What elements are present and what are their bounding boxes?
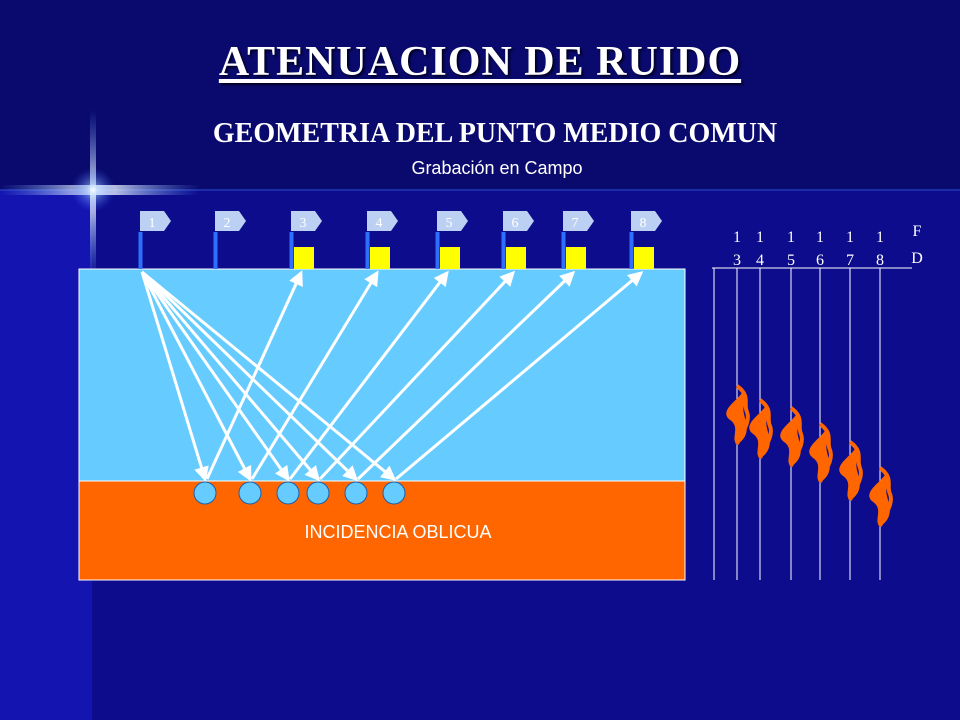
downgoing-ray: [140, 270, 359, 482]
station-group: 1 2 3 4 5 6 7 8: [138, 211, 662, 269]
receiver-box: [634, 247, 654, 269]
trace-label-bottom: 5: [787, 252, 795, 269]
upgoing-ray: [356, 270, 576, 481]
receiver-box: [566, 247, 586, 269]
station-pole: [138, 232, 143, 269]
upgoing-ray: [250, 270, 379, 480]
upgoing-ray: [205, 270, 303, 480]
gather-trace: 13: [726, 229, 750, 580]
station-6: 6: [501, 211, 534, 269]
receiver-box: [506, 247, 526, 269]
station-pole: [435, 232, 440, 269]
station-pole: [501, 232, 506, 269]
gather-header-top: F: [913, 223, 922, 240]
station-number: 6: [512, 216, 519, 231]
station-2: 2: [213, 211, 246, 269]
station-flag: [367, 211, 398, 231]
station-number: 2: [224, 216, 231, 231]
station-pole: [213, 232, 218, 269]
wavelet-lobe: [758, 398, 773, 459]
station-number: 3: [300, 216, 307, 231]
trace-label-bottom: 7: [846, 252, 854, 269]
reflection-point: [276, 481, 300, 505]
station-1: 1: [138, 211, 171, 269]
ray-group: [140, 270, 644, 482]
gather-trace: 18: [869, 229, 893, 580]
station-number: 4: [376, 216, 383, 231]
downgoing-ray: [140, 271, 252, 482]
station-7: 7: [561, 211, 594, 269]
station-number: 7: [572, 216, 579, 231]
upgoing-ray: [395, 271, 644, 481]
station-number: 1: [149, 216, 156, 231]
station-pole: [289, 232, 294, 269]
trace-label-top: 1: [816, 229, 824, 246]
station-pole: [629, 232, 634, 269]
gather-trace: 17: [839, 229, 863, 580]
receiver-box: [440, 247, 460, 269]
station-flag: [140, 211, 171, 231]
wavelet-lobe: [789, 406, 804, 467]
upgoing-ray: [288, 270, 449, 480]
station-number: 8: [640, 216, 647, 231]
station-number: 5: [446, 216, 453, 231]
station-flag: [215, 211, 246, 231]
station-flag: [631, 211, 662, 231]
slide-title: ATENUACION DE RUIDO: [218, 39, 742, 85]
lower-layer: [78, 480, 686, 581]
receiver-box: [294, 247, 314, 269]
station-pole: [365, 232, 370, 269]
reflection-point: [306, 481, 330, 505]
reflection-points: [193, 481, 406, 505]
trace-label-top: 1: [846, 229, 854, 246]
trace-label-top: 1: [876, 229, 884, 246]
station-4: 4: [365, 211, 398, 269]
slide-subtitle: GEOMETRIA DEL PUNTO MEDIO COMUN: [212, 118, 778, 149]
trace-label-bottom: 8: [876, 252, 884, 269]
wavelet-lobe: [878, 466, 893, 527]
reflection-point: [238, 481, 262, 505]
trace-label-top: 1: [787, 229, 795, 246]
trace-label-top: 1: [756, 229, 764, 246]
gather-trace: 15: [780, 229, 804, 580]
station-3: 3: [289, 211, 322, 269]
wavelet-lobe: [848, 440, 863, 501]
downgoing-ray: [140, 271, 320, 482]
receiver-box: [370, 247, 390, 269]
wavelet-lobe: [735, 384, 750, 445]
downgoing-ray: [140, 271, 209, 482]
station-flag: [437, 211, 468, 231]
station-flag: [503, 211, 534, 231]
station-5: 5: [435, 211, 468, 269]
trace-label-bottom: 3: [733, 252, 741, 269]
station-pole: [561, 232, 566, 269]
trace-label-top: 1: [733, 229, 741, 246]
layer-label: INCIDENCIA OBLICUA: [304, 522, 491, 542]
slide-caption: Grabación en Campo: [411, 158, 583, 178]
reflection-point: [193, 481, 217, 505]
station-flag: [291, 211, 322, 231]
reflection-point: [344, 481, 368, 505]
downgoing-ray: [141, 270, 397, 481]
reflection-point: [382, 481, 406, 505]
gather-trace: 14: [749, 229, 773, 580]
gather-header-bottom: D: [911, 250, 923, 267]
downgoing-ray: [140, 271, 290, 482]
station-8: 8: [629, 211, 662, 269]
station-flag: [563, 211, 594, 231]
trace-label-bottom: 6: [816, 252, 824, 269]
gather-trace: 16: [809, 229, 833, 580]
wavelet-lobe: [818, 422, 833, 483]
trace-label-bottom: 4: [756, 252, 764, 269]
